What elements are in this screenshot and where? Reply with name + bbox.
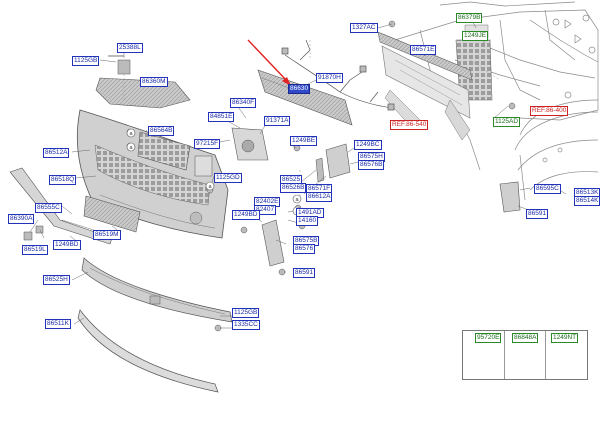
label-1249je[interactable]: 1249JE <box>462 31 489 41</box>
label-86525h[interactable]: 86525H <box>43 275 70 285</box>
label-86848a[interactable]: 86848A <box>512 333 539 343</box>
legend-box: 95720E 86848A 1249NT <box>462 330 588 380</box>
lower-skid-plate <box>81 257 233 323</box>
label-86340f[interactable]: 86340F <box>230 98 257 108</box>
label-86519l[interactable]: 86519L <box>22 245 48 255</box>
label-86518q[interactable]: 86518Q <box>49 175 77 185</box>
label-14160[interactable]: 14160 <box>296 216 319 226</box>
label-1125gb-lower[interactable]: 1125GB <box>232 308 260 318</box>
label-86591[interactable]: 86591 <box>293 268 316 278</box>
legend-cell-1249nt: 1249NT <box>545 331 586 379</box>
label-86630-highlighted[interactable]: 86630 <box>288 84 311 94</box>
label-86519m[interactable]: 86519M <box>93 230 121 240</box>
label-86555c[interactable]: 86555C <box>35 203 62 213</box>
label-86526[interactable]: 86526B <box>280 183 307 193</box>
label-1249nt[interactable]: 1249NT <box>551 333 579 343</box>
highlight-arrow <box>247 39 291 86</box>
label-1125ad[interactable]: 1125AD <box>493 117 521 127</box>
svg-text:a: a <box>129 145 133 151</box>
label-86595c[interactable]: 86595C <box>534 184 561 194</box>
label-1125gd[interactable]: 1125GD <box>214 173 242 183</box>
label-86576b[interactable]: 86576B <box>358 160 385 170</box>
label-1327ac[interactable]: 1327AC <box>350 23 378 33</box>
label-86512a[interactable]: 86512A <box>43 148 70 158</box>
body-structure <box>394 1 599 201</box>
label-1249be[interactable]: 1249BE <box>290 136 318 146</box>
label-1125gb[interactable]: 1125GB <box>72 56 100 66</box>
label-91371a[interactable]: 91371A <box>264 116 291 126</box>
label-1249bd[interactable]: 1249BD <box>53 240 81 250</box>
label-86360m[interactable]: 86360M <box>140 77 168 87</box>
label-86612a[interactable]: 86612A <box>306 192 333 202</box>
label-86511k[interactable]: 86511K <box>45 319 71 329</box>
label-1335cc[interactable]: 1335CC <box>232 320 260 330</box>
wiring-harness <box>281 39 395 111</box>
legend-cell-86848a: 86848A <box>504 331 546 379</box>
ref-86-540[interactable]: REF.86-540 <box>390 120 429 130</box>
ref-86-400[interactable]: REF.86-400 <box>530 106 569 116</box>
label-95720e[interactable]: 95720E <box>475 333 502 343</box>
label-97215f[interactable]: 97215F <box>194 139 221 149</box>
label-86390a[interactable]: 86390A <box>8 214 35 224</box>
lower-lip <box>77 309 219 393</box>
label-84851e[interactable]: 84851E <box>208 112 235 122</box>
svg-text:a: a <box>129 131 133 137</box>
label-25388l[interactable]: 25388L <box>117 43 143 53</box>
label-86514k[interactable]: 86514K <box>574 196 600 206</box>
legend-cell-95720e: 95720E <box>463 331 505 379</box>
label-86571e[interactable]: 86571E <box>410 45 437 55</box>
label-86576[interactable]: 86576 <box>293 244 316 254</box>
label-1249bc[interactable]: 1249BC <box>354 140 382 150</box>
license-bracket <box>83 195 141 233</box>
svg-text:a: a <box>295 197 299 203</box>
label-1249bd-right[interactable]: 1249BD <box>232 210 260 220</box>
label-86379b[interactable]: 86379B <box>456 13 483 23</box>
lower-grille-insert <box>137 131 191 171</box>
label-86564b[interactable]: 86564B <box>148 126 175 136</box>
label-86591-right[interactable]: 86591 <box>526 209 549 219</box>
fog-bracket <box>194 127 269 177</box>
label-91870h[interactable]: 91870H <box>316 73 343 83</box>
side-bracket-right <box>261 143 521 267</box>
svg-text:a: a <box>208 184 212 190</box>
